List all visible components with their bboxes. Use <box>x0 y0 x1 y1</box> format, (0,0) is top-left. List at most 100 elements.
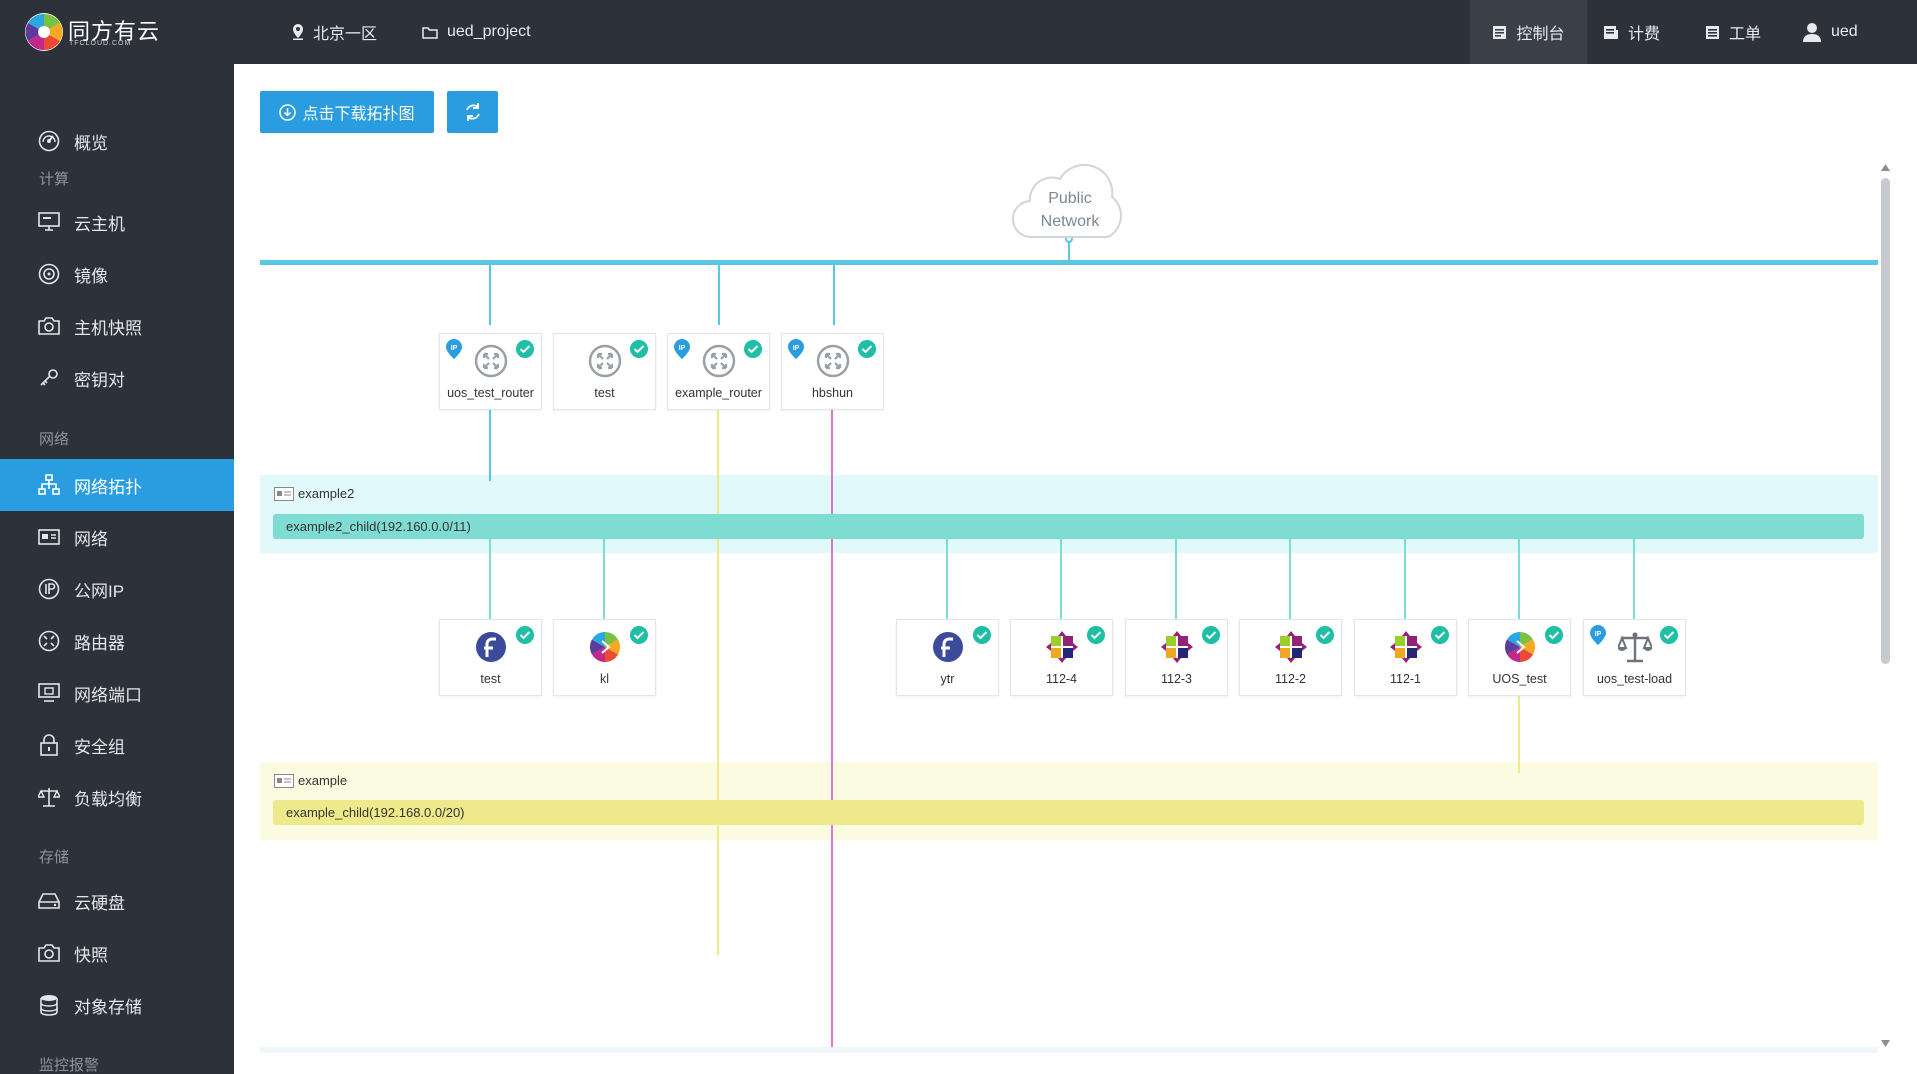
centos-icon <box>1390 631 1422 663</box>
status-ok-icon <box>630 626 648 644</box>
sidebar-item-topology[interactable]: 网络拓扑 <box>0 459 234 511</box>
status-ok-icon <box>858 340 876 358</box>
key-icon <box>40 369 58 386</box>
instance-name: uos_test-load <box>1596 672 1673 686</box>
network-example2-header[interactable]: example2 <box>274 486 354 501</box>
instance-node[interactable]: 112-3 <box>1125 619 1228 696</box>
hard-disk-icon <box>38 893 60 909</box>
camera-icon <box>38 317 60 335</box>
instance-node[interactable]: UOS_test <box>1468 619 1571 696</box>
ip-badge-icon: IP <box>1590 625 1606 645</box>
balance-scale-icon <box>38 788 60 807</box>
status-ok-icon <box>744 340 762 358</box>
router-uplink <box>833 265 835 325</box>
router-name: test <box>594 386 615 400</box>
sidebar-item-label: 公网IP <box>74 581 125 601</box>
sidebar-item-vm-snapshot[interactable]: 主机快照 <box>0 300 234 352</box>
monitor-icon <box>38 212 60 231</box>
instance-node[interactable]: ytr <box>896 619 999 696</box>
router-name: uos_test_router <box>447 386 534 400</box>
nav-billing[interactable]: 计费 <box>1603 0 1660 64</box>
ubuntu-icon <box>1504 632 1536 662</box>
sidebar-item-label: 对象存储 <box>74 997 142 1017</box>
region-label: 北京一区 <box>313 26 378 43</box>
instance-link <box>489 538 491 628</box>
section-compute: 计算 <box>39 171 70 188</box>
instance-node[interactable]: test <box>439 619 542 696</box>
dashboard-icon <box>38 130 60 152</box>
logo-icon[interactable] <box>24 12 64 52</box>
network-card-icon <box>38 529 60 545</box>
download-icon <box>279 103 297 121</box>
sidebar-item-label: 快照 <box>74 945 108 965</box>
sidebar-item-overview[interactable]: 概览 <box>0 115 234 167</box>
status-ok-icon <box>973 626 991 644</box>
fedora-icon <box>476 632 506 662</box>
sidebar-item-public-ip[interactable]: 公网IP <box>0 563 234 615</box>
top-bar: 同方有云 TFCLOUD.COM 北京一区 ued_project 控制台 计费… <box>0 0 1917 64</box>
user-label: ued <box>1831 23 1858 40</box>
subnet-example2-child[interactable]: example2_child(192.160.0.0/11) <box>273 514 1864 539</box>
router-name: example_router <box>675 386 762 400</box>
sidebar-item-label: 概览 <box>74 133 108 153</box>
nav-console[interactable]: 控制台 <box>1470 0 1587 64</box>
topology-icon <box>38 474 60 495</box>
user-icon <box>1803 23 1821 42</box>
svg-text:IP: IP <box>793 345 800 352</box>
instance-node[interactable]: 112-1 <box>1354 619 1457 696</box>
sidebar-item-keypair[interactable]: 密钥对 <box>0 352 234 404</box>
instance-node[interactable]: 112-2 <box>1239 619 1342 696</box>
download-topology-button[interactable]: 点击下载拓扑图 <box>260 91 434 133</box>
sidebar-item-port[interactable]: 网络端口 <box>0 667 234 719</box>
user-menu[interactable]: ued <box>1802 0 1858 64</box>
refresh-icon <box>465 103 480 121</box>
sidebar-item-volume[interactable]: 云硬盘 <box>0 875 234 927</box>
ubuntu-icon <box>589 632 621 662</box>
topology-scrollbar[interactable] <box>1877 162 1894 1052</box>
ip-badge-icon: IP <box>446 339 462 359</box>
status-ok-icon <box>630 340 648 358</box>
scroll-thumb[interactable] <box>1881 178 1890 664</box>
sidebar-item-security-group[interactable]: 安全组 <box>0 719 234 771</box>
sidebar-item-label: 云主机 <box>74 214 125 234</box>
instance-node[interactable]: 112-4 <box>1010 619 1113 696</box>
network-example-header[interactable]: example <box>274 773 347 788</box>
database-icon <box>40 995 58 1016</box>
router-node[interactable]: test <box>553 333 656 410</box>
region-selector[interactable]: 北京一区 <box>292 0 377 64</box>
centos-icon <box>1275 631 1307 663</box>
billing-label: 计费 <box>1628 26 1661 43</box>
svg-text:IP: IP <box>1595 631 1602 638</box>
ticket-icon <box>1706 25 1719 39</box>
sidebar-item-object-storage[interactable]: 对象存储 <box>0 979 234 1031</box>
topology-canvas: example2 example2_child(192.160.0.0/11) … <box>260 155 1878 1053</box>
sidebar-item-image[interactable]: 镜像 <box>0 248 234 300</box>
router-node[interactable]: IP uos_test_router <box>439 333 542 410</box>
subnet-example-child[interactable]: example_child(192.168.0.0/20) <box>273 800 1864 825</box>
status-ok-icon <box>1545 626 1563 644</box>
sidebar-item-load-balance[interactable]: 负载均衡 <box>0 771 234 823</box>
instance-name: 112-3 <box>1160 672 1193 686</box>
router-node[interactable]: IP hbshun <box>781 333 884 410</box>
load-balancer-node[interactable]: IP uos_test-load <box>1583 619 1686 696</box>
status-ok-icon <box>1202 626 1220 644</box>
console-icon <box>1493 25 1507 39</box>
public-network-cloud[interactable]: Public Network <box>1004 157 1136 243</box>
project-selector[interactable]: ued_project <box>422 0 531 64</box>
instance-name: 112-1 <box>1389 672 1422 686</box>
sidebar-item-router[interactable]: 路由器 <box>0 615 234 667</box>
sidebar-item-vm[interactable]: 云主机 <box>0 196 234 248</box>
sidebar-item-network[interactable]: 网络 <box>0 511 234 563</box>
nav-ticket[interactable]: 工单 <box>1705 0 1761 64</box>
instance-node[interactable]: kl <box>553 619 656 696</box>
section-monitor: 监控报警 <box>39 1057 100 1074</box>
cloud-icon <box>1011 163 1122 239</box>
refresh-button[interactable] <box>447 91 498 133</box>
sidebar-item-snapshot[interactable]: 快照 <box>0 927 234 979</box>
sidebar-item-label: 路由器 <box>74 633 125 653</box>
router-icon <box>38 630 60 652</box>
network-card-icon <box>274 773 294 788</box>
instance-link <box>1175 538 1177 628</box>
network-card-icon <box>274 486 294 501</box>
router-node[interactable]: IP example_router <box>667 333 770 410</box>
